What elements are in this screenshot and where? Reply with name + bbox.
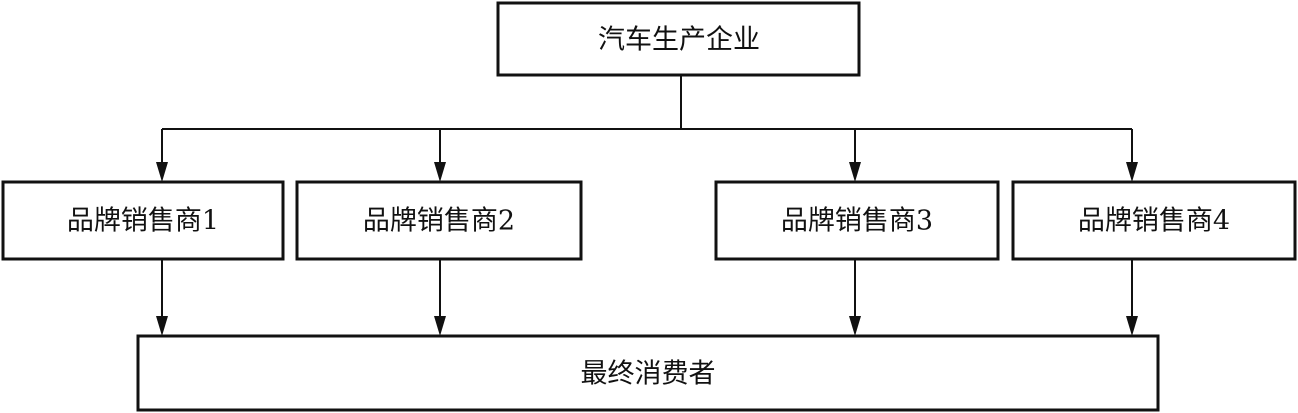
node-dealer-3-label: 品牌销售商3	[781, 206, 933, 237]
node-consumer-label: 最终消费者	[581, 359, 716, 390]
node-dealer-4-label: 品牌销售商4	[1078, 206, 1230, 237]
node-dealer-1: 品牌销售商1	[1, 180, 285, 261]
arrow-dealer-4-to-consumer	[1126, 259, 1138, 336]
arrow-to-dealer-3	[849, 129, 861, 182]
arrow-to-dealer-1	[156, 129, 168, 182]
node-dealer-2: 品牌销售商2	[295, 180, 583, 261]
node-dealer-4: 品牌销售商4	[1011, 180, 1297, 261]
arrow-to-dealer-2	[434, 129, 446, 182]
arrow-to-dealer-4	[1126, 129, 1138, 182]
node-dealer-2-label: 品牌销售商2	[363, 206, 515, 237]
node-manufacturer: 汽车生产企业	[496, 1, 861, 77]
node-manufacturer-label: 汽车生产企业	[598, 25, 760, 56]
node-consumer: 最终消费者	[136, 334, 1160, 412]
node-dealer-3: 品牌销售商3	[714, 180, 1000, 261]
arrow-dealer-1-to-consumer	[156, 259, 168, 336]
node-dealer-1-label: 品牌销售商1	[67, 206, 219, 237]
arrow-dealer-3-to-consumer	[849, 259, 861, 336]
arrow-dealer-2-to-consumer	[434, 259, 446, 336]
